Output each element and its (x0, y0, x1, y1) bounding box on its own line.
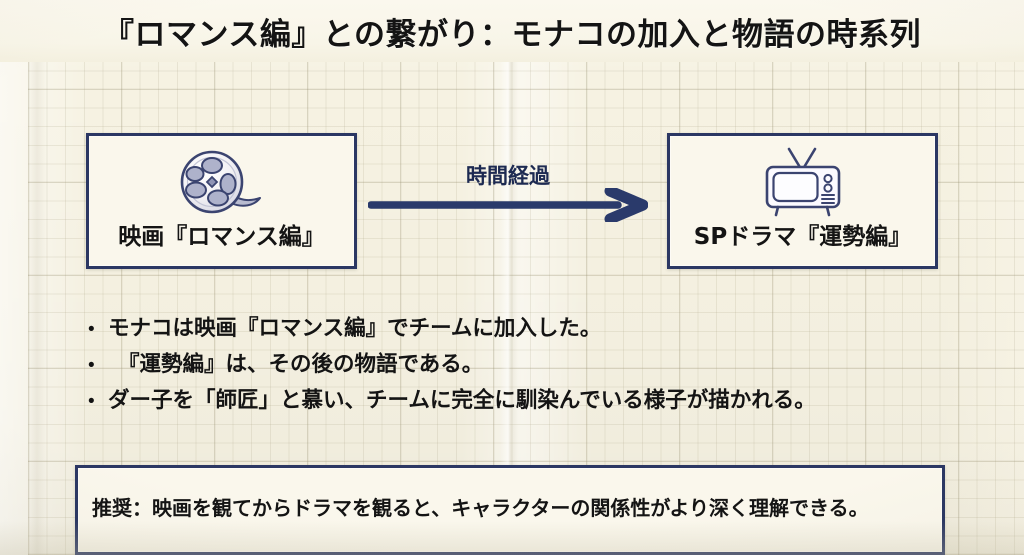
timeline-arrow-label: 時間経過 (466, 164, 550, 188)
timeline-node-drama[interactable]: SPドラマ『運勢編』 (667, 133, 938, 269)
film-reel-icon (174, 145, 270, 219)
timeline-node-movie[interactable]: 映画『ロマンス編』 (86, 133, 357, 269)
recommendation-box: 推奨：映画を観てからドラマを観ると、キャラクターの関係性がより深く理解できる。 (75, 465, 945, 555)
title-band: 『ロマンス編』との繋がり：モナコの加入と物語の時系列 (0, 0, 1024, 62)
television-icon (755, 145, 851, 219)
recommendation-text: 推奨：映画を観てからドラマを観ると、キャラクターの関係性がより深く理解できる。 (92, 496, 869, 520)
bullet-marker-icon: • (88, 355, 95, 377)
list-item-text: ダー子を「師匠」と慕い、チームに完全に馴染んでいる様子が描かれる。 (108, 388, 816, 414)
list-item: • ダー子を「師匠」と慕い、チームに完全に馴染んでいる様子が描かれる。 (88, 385, 968, 416)
bullet-marker-icon: • (88, 391, 95, 413)
list-item-text: モナコは映画『ロマンス編』でチームに加入した。 (108, 316, 602, 341)
list-item: • 『運勢編』は、その後の物語である。 (88, 349, 968, 380)
timeline-arrow-group: 時間経過 (368, 160, 648, 222)
bullet-list: • モナコは映画『ロマンス編』でチームに加入した。 • 『運勢編』は、その後の物… (88, 313, 968, 422)
list-item: • モナコは映画『ロマンス編』でチームに加入した。 (88, 313, 968, 344)
bullet-marker-icon: • (88, 319, 95, 340)
timeline-node-drama-label: SPドラマ『運勢編』 (693, 224, 912, 250)
right-arrow-icon (368, 188, 648, 222)
page-title: 『ロマンス編』との繋がり：モナコの加入と物語の時系列 (102, 16, 922, 53)
timeline-node-movie-label: 映画『ロマンス編』 (118, 224, 325, 250)
list-item-text: 『運勢編』は、その後の物語である。 (118, 352, 484, 378)
